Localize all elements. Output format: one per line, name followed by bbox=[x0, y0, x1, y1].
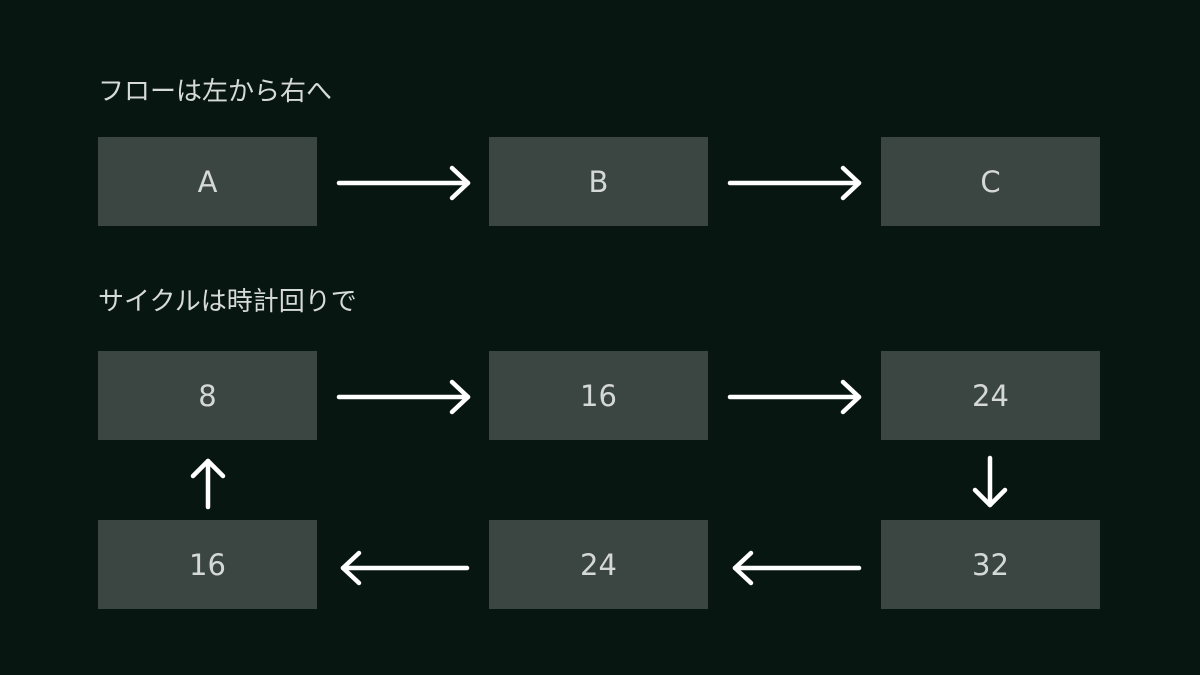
flow-node-b: B bbox=[489, 137, 708, 226]
cycle-node-top-2: 16 bbox=[489, 351, 708, 440]
arrow-left-bottom-3-to-2 bbox=[732, 550, 862, 586]
arrow-left-bottom-2-to-1 bbox=[340, 550, 470, 586]
arrow-right-a-to-b bbox=[336, 165, 471, 201]
cycle-node-bottom-3: 32 bbox=[881, 520, 1100, 609]
cycle-node-top-3: 24 bbox=[881, 351, 1100, 440]
flow-node-c: C bbox=[881, 137, 1100, 226]
arrow-right-top-2-to-3 bbox=[727, 379, 862, 415]
arrow-right-b-to-c bbox=[727, 165, 862, 201]
flow-heading: フローは左から右へ bbox=[98, 77, 333, 107]
cycle-node-top-1: 8 bbox=[98, 351, 317, 440]
cycle-node-bottom-2: 24 bbox=[489, 520, 708, 609]
arrow-right-top-1-to-2 bbox=[336, 379, 471, 415]
flow-node-a: A bbox=[98, 137, 317, 226]
arrow-down-right-column bbox=[972, 455, 1008, 508]
cycle-heading: サイクルは時計回りで bbox=[98, 287, 357, 317]
arrow-up-left-column bbox=[190, 458, 226, 510]
cycle-node-bottom-1: 16 bbox=[98, 520, 317, 609]
